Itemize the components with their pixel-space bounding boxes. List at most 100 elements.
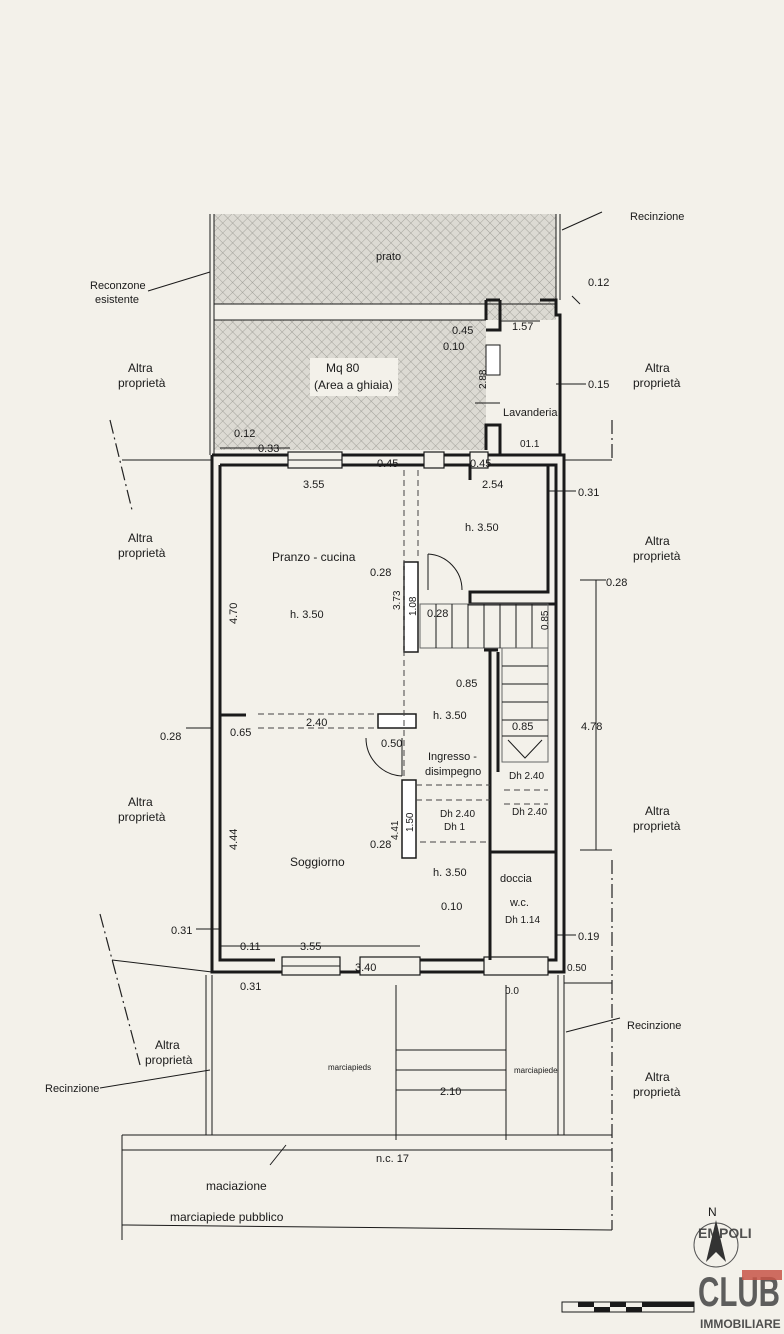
dim-0-31-top: 0.31 [578,487,599,499]
ghiaia-sub-label: (Area a ghiaia) [314,378,393,392]
ghiaia-label: Mq 80 [326,361,360,375]
brand-logo: EMPOLI CLUB IMMOBILIARE [698,1225,782,1331]
dim-1-50: 1.50 [405,812,416,832]
dim-dh-2-40-a: Dh 2.40 [509,771,544,782]
room-label-disimpegno: disimpegno [425,766,481,778]
dim-3-73: 3.73 [392,590,403,610]
reconzone-label-2: esistente [95,294,139,306]
dim-4-44: 4.44 [228,829,240,850]
height-label-soggiorno: h. 3.50 [433,867,467,879]
dim-0-28-a: 0.28 [370,567,391,579]
dim-3-55-bottom: 3.55 [300,941,321,953]
dim-4-78: 4.78 [581,721,602,733]
outside-labels: Recinzione Reconzone esistente Altra pro… [45,211,684,1224]
maciazione-label: maciazione [206,1179,267,1193]
altra-proprieta-1b: proprietà [118,376,166,390]
dim-0-85-b: 0.85 [512,721,533,733]
dim-2-54: 2.54 [482,479,503,491]
dim-0-85-a: 0.85 [456,678,477,690]
prato-area [214,214,556,304]
reconzone-label: Reconzone [90,280,146,292]
lavanderia-block: Lavanderia 01.1 2.88 [475,298,562,457]
lavanderia-code: 01.1 [520,439,540,450]
altra-proprieta-4b: proprietà [633,549,681,563]
altra-proprieta-8a: Altra [645,1070,670,1084]
leaders [99,211,621,1166]
altra-proprieta-5a: Altra [128,795,153,809]
north-arrow: N [693,1205,739,1268]
brand-name-top: EMPOLI [698,1225,752,1241]
dim-0-28-c: 0.28 [370,839,391,851]
doors [365,553,463,777]
dim-1-08: 1.08 [408,596,419,616]
recinzione-label-left: Recinzione [45,1083,99,1095]
altra-proprieta-4a: Altra [645,534,670,548]
recinzione-label-right: Recinzione [627,1020,681,1032]
garden: prato Mq 80 (Area a ghiaia) [209,214,561,455]
altra-proprieta-8b: proprietà [633,1085,681,1099]
dim-0-28-left: 0.28 [160,731,181,743]
marciapiede-pubblico-label: marciapiede pubblico [170,1210,284,1224]
altra-proprieta-7b: proprietà [145,1053,193,1067]
altra-proprieta-2a: Altra [645,361,670,375]
dim-3-55-top: 3.55 [303,479,324,491]
boundaries [99,419,613,1240]
dim-0-12-top: 0.12 [588,277,609,289]
altra-proprieta-5b: proprietà [118,810,166,824]
altra-proprieta-7a: Altra [155,1038,180,1052]
room-label-soggiorno: Soggiorno [290,855,345,869]
dim-0-31-left: 0.31 [171,925,192,937]
dim-0-45-top: 0.45 [377,458,398,470]
dim-3-40: 3.40 [355,962,376,974]
room-label-doccia: doccia [500,873,533,885]
dim-0-28-b: 0.28 [427,608,448,620]
recinzione-label-top: Recinzione [630,211,684,223]
dim-2-88: 2.88 [478,369,489,389]
ghiaia-area-right [486,304,556,320]
north-label: N [708,1205,717,1219]
altra-proprieta-6a: Altra [645,804,670,818]
dim-dh-1-14: Dh 1.14 [505,915,540,926]
scale-bar [561,1301,695,1313]
dim-0-45-top-b: 0.45 [470,458,491,470]
dim-0-85-stair: 0.85 [540,610,551,630]
dim-0-31-bottom: 0.31 [240,981,261,993]
dim-2-10: 2.10 [440,1086,461,1098]
room-label-pranzo: Pranzo - cucina [272,550,356,564]
dim-dh-2-40-c: Dh 2.40 [440,809,475,820]
room-labels: Pranzo - cucina h. 3.50 h. 3.50 h. 3.50 … [272,522,547,926]
dim-0-33: 0.33 [258,443,279,455]
dim-dh-2-40-b: Dh 2.40 [512,807,547,818]
dim-0-11: 0.11 [240,941,261,953]
staircase [419,603,549,763]
altra-proprieta-1a: Altra [128,361,153,375]
dim-0-19: 0.19 [578,931,599,943]
dim-0-50-bottom: 0.50 [567,963,587,974]
dim-0-50: 0.50 [381,738,402,750]
dim-4-70: 4.70 [228,603,240,624]
dim-0-12-left: 0.12 [234,428,255,440]
dimension-labels: 0.12 0.45 1.57 0.10 0.15 0.12 0.33 0.45 … [160,277,627,1098]
prato-label: prato [376,251,401,263]
marciapiede-label-a: marciapieds [328,1063,371,1072]
altra-proprieta-3a: Altra [128,531,153,545]
dim-0-15: 0.15 [588,379,609,391]
brand-name-bottom: IMMOBILIARE [700,1317,781,1331]
altra-proprieta-3b: proprietà [118,546,166,560]
lavanderia-label: Lavanderia [503,407,558,419]
room-label-ingresso: Ingresso - [428,751,477,763]
height-label-cucina: h. 3.50 [465,522,499,534]
dim-0-28-right: 0.28 [606,577,627,589]
dim-0-0: 0.0 [505,986,519,997]
marciapiede-label-b: marciapiede [514,1066,558,1075]
civic-number: n.c. 17 [376,1153,409,1165]
dim-0-65: 0.65 [230,727,251,739]
dim-2-40: 2.40 [306,717,327,729]
dim-dh-1: Dh 1 [444,822,466,833]
altra-proprieta-2b: proprietà [633,376,681,390]
dim-1-57: 1.57 [512,321,533,333]
dim-0-10-lav: 0.10 [443,341,464,353]
dim-4-41: 4.41 [390,820,401,840]
room-label-wc: w.c. [509,897,529,909]
